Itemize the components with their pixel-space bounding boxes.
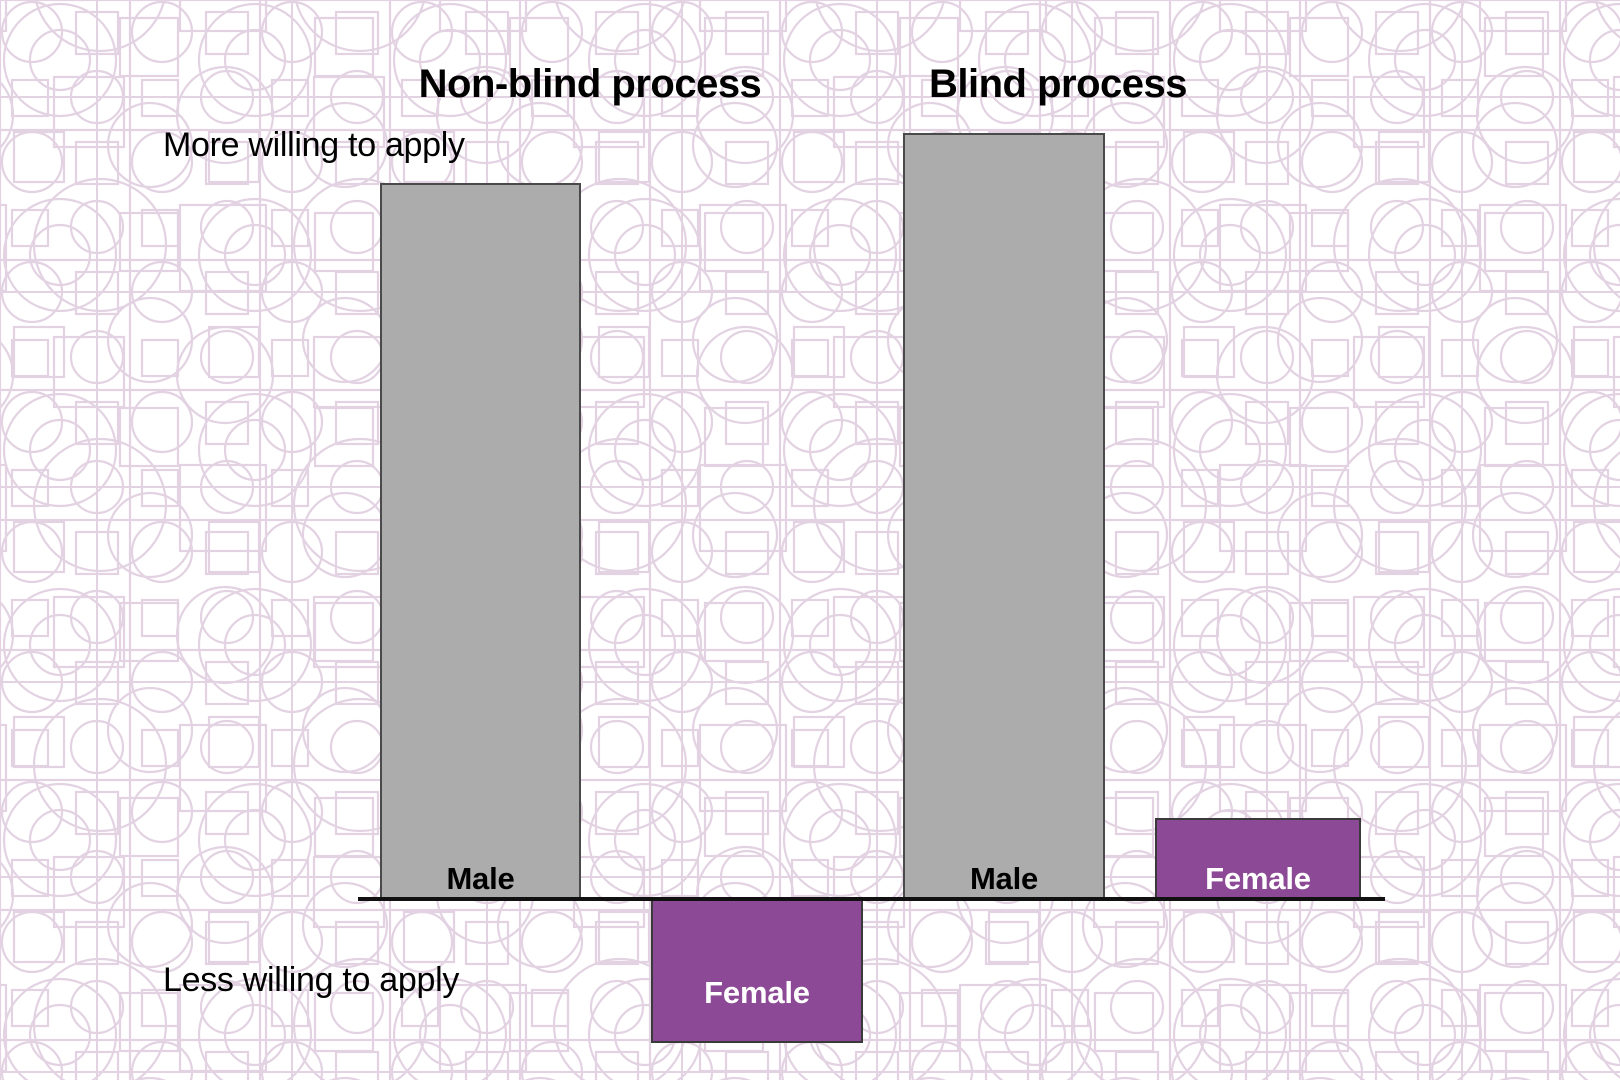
axis-note-more-willing: More willing to apply bbox=[163, 126, 465, 164]
axis-note-less-willing: Less willing to apply bbox=[163, 961, 460, 999]
panel-title-non-blind: Non-blind process bbox=[418, 62, 762, 106]
bar-label-blind-female: Female bbox=[1205, 861, 1311, 896]
bar-non-blind-male bbox=[380, 183, 581, 899]
bar-blind-male bbox=[903, 133, 1105, 899]
bar-non-blind-female bbox=[651, 899, 863, 1043]
bar-label-non-blind-male: Male bbox=[446, 861, 515, 896]
zero-baseline-axis bbox=[358, 897, 1385, 901]
panel-title-blind: Blind process bbox=[928, 62, 1188, 106]
bar-label-non-blind-female: Female bbox=[704, 975, 810, 1010]
bar-label-blind-male: Male bbox=[969, 861, 1039, 896]
